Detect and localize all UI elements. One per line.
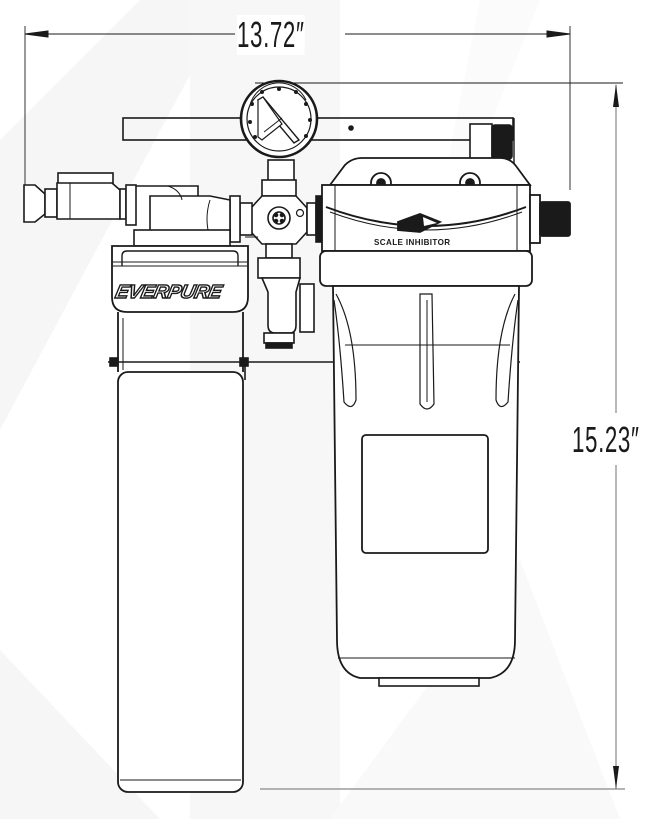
height-dimension [255, 82, 625, 790]
height-dimension-label: 15.23″ [572, 419, 640, 460]
arrow-down-icon [613, 766, 619, 789]
width-dimension [24, 26, 571, 190]
arrow-left-icon [24, 30, 49, 38]
arrow-right-icon [546, 30, 571, 38]
scale-inhibitor-label: SCALE INHIBITOR [374, 237, 451, 247]
manifold-tee [229, 179, 326, 349]
right-filter-housing [319, 157, 571, 687]
left-filter-cartridge [111, 245, 249, 793]
everpure-logo: EVERPURE [113, 281, 224, 303]
pressure-gauge-icon [239, 79, 319, 187]
arrow-up-icon [613, 84, 619, 107]
width-dimension-label: 13.72″ [237, 14, 305, 55]
